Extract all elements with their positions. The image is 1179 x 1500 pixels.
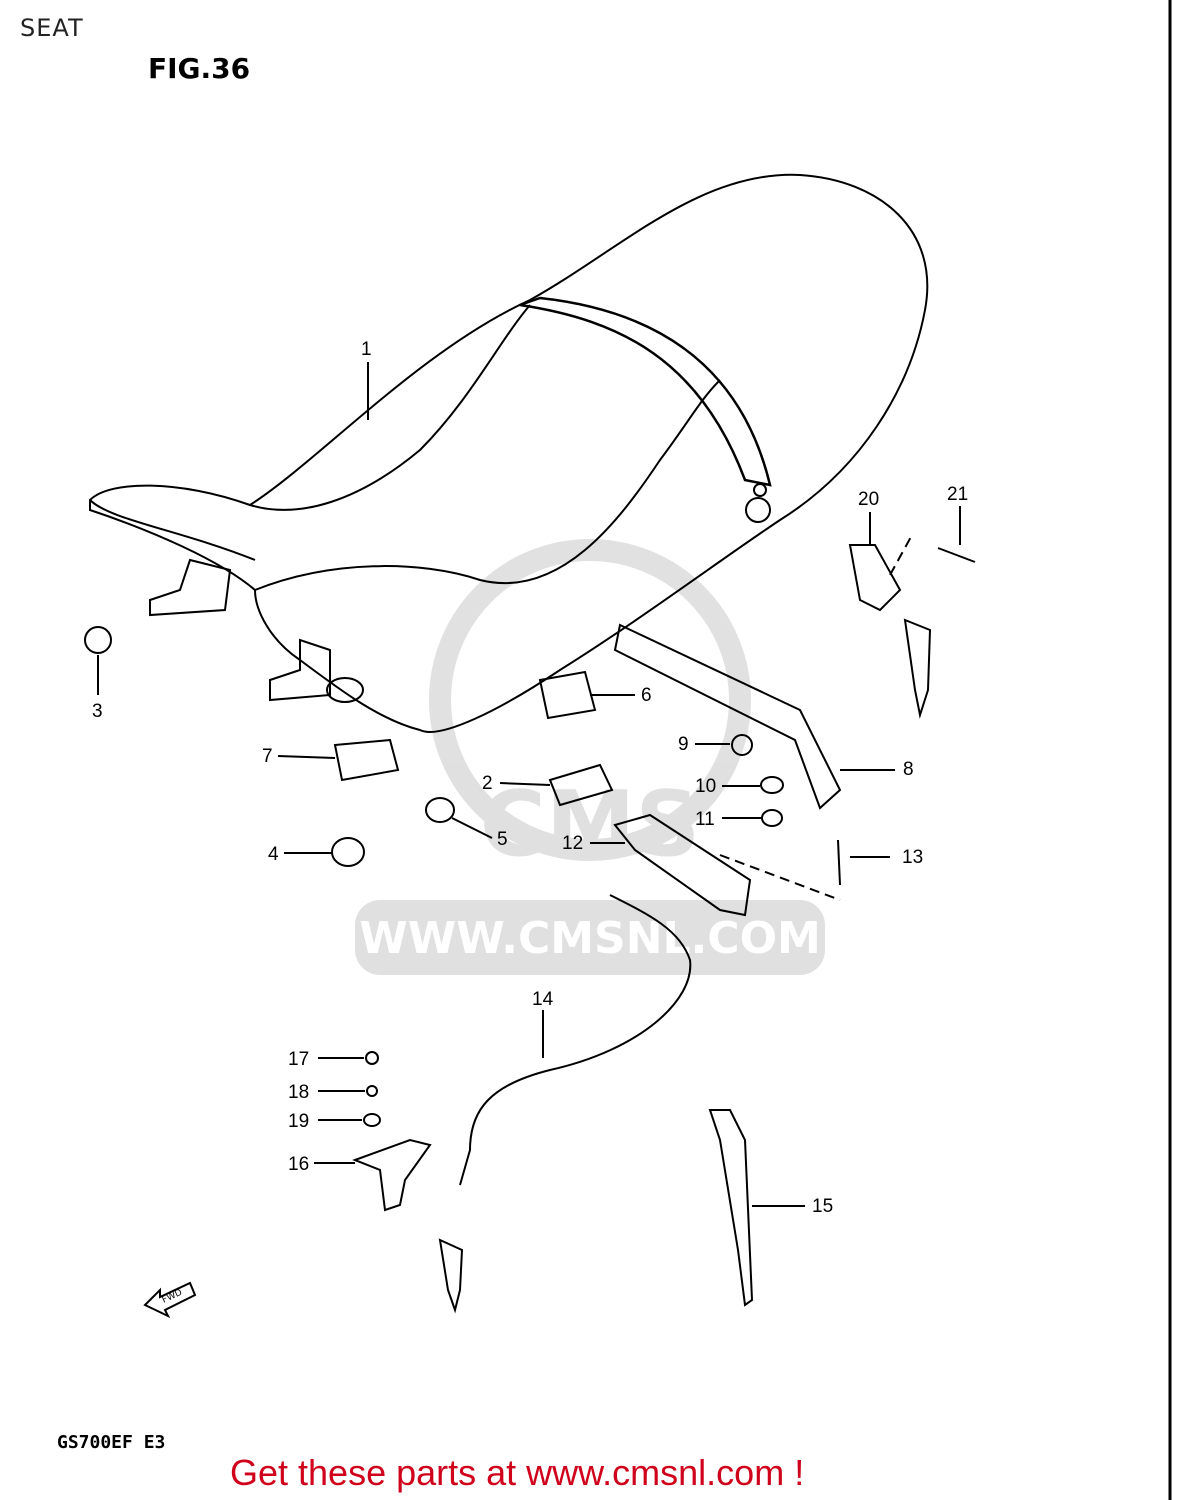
fwd-arrow-shape [143,1281,197,1319]
callout-19: 19 [288,1111,310,1132]
model-code: GS700EF E3 [57,1432,166,1453]
seat-strap-hole-2 [753,483,767,497]
part-11-nut [761,809,783,827]
callout-21: 21 [947,484,969,505]
watermark-logo-ring [429,539,751,861]
leader-5 [451,817,493,839]
page-title: SEAT [20,14,84,42]
part-18-nut [366,1085,378,1097]
part-16-lock [352,1138,432,1212]
callout-9: 9 [678,734,689,755]
leader-2 [499,782,551,786]
part-17-screw [365,1051,379,1065]
seat-outline [89,173,929,733]
seat-strap-hole [745,497,771,523]
part-20-lock [848,544,902,612]
fwd-arrow: FWD [143,1281,197,1319]
callout-1: 1 [361,339,372,360]
callout-8: 8 [903,759,914,780]
seat-bumper [326,677,364,703]
footer-cta-link[interactable]: Get these parts at www.cmsnl.com ! [230,1452,805,1493]
part-14-cable [459,894,692,1186]
part-15-cable-tie [708,1109,754,1307]
key-upper [903,618,932,719]
watermark-url: WWW.CMSNL.COM [359,913,821,964]
part-7-pad [333,738,400,782]
callout-5: 5 [497,829,508,850]
watermark-banner [355,900,825,975]
callout-17: 17 [288,1049,310,1070]
part-9-nut [731,734,753,756]
callout-6: 6 [641,685,652,706]
watermark-logo-text: CMS [480,772,700,877]
part-5-cushion [425,797,455,823]
seat-assembly [89,173,929,733]
callout-15: 15 [812,1196,834,1217]
part-4-cushion [331,837,365,867]
figure-label: FIG.36 [148,52,251,85]
part-8-bracket [613,623,842,810]
part-19-washer [363,1113,381,1127]
part-10-washer [760,776,784,794]
seat-strap [519,296,772,487]
callout-3: 3 [92,701,103,722]
key-lower [438,1238,464,1314]
part-12-lock-bracket [613,813,752,917]
seat-side-contour [254,379,721,591]
seat-upper-contour [249,304,531,511]
callout-10: 10 [695,776,717,797]
callout-13: 13 [902,847,924,868]
callout-16: 16 [288,1154,310,1175]
part-3-knob [84,626,112,654]
parts [84,362,976,1314]
leader-20-dash [889,534,913,576]
part-6-damper [538,670,597,720]
seat-hook-bottom [269,638,331,702]
part-2-damper [548,763,614,807]
callout-12: 12 [562,833,584,854]
part-21-bolt [937,547,976,563]
leader-12-dash [719,854,841,901]
callout-7: 7 [262,746,273,767]
callout-11: 11 [695,809,715,830]
callout-4: 4 [268,844,279,865]
callout-2: 2 [482,773,493,794]
part-13-screw [837,839,841,886]
callout-14: 14 [532,989,554,1010]
leader-7 [277,755,336,759]
callout-20: 20 [858,489,880,510]
seat-hook-left [149,558,232,617]
seat-front-lip [89,499,256,561]
callout-18: 18 [288,1082,310,1103]
watermark: CMS WWW.CMSNL.COM [355,539,825,975]
